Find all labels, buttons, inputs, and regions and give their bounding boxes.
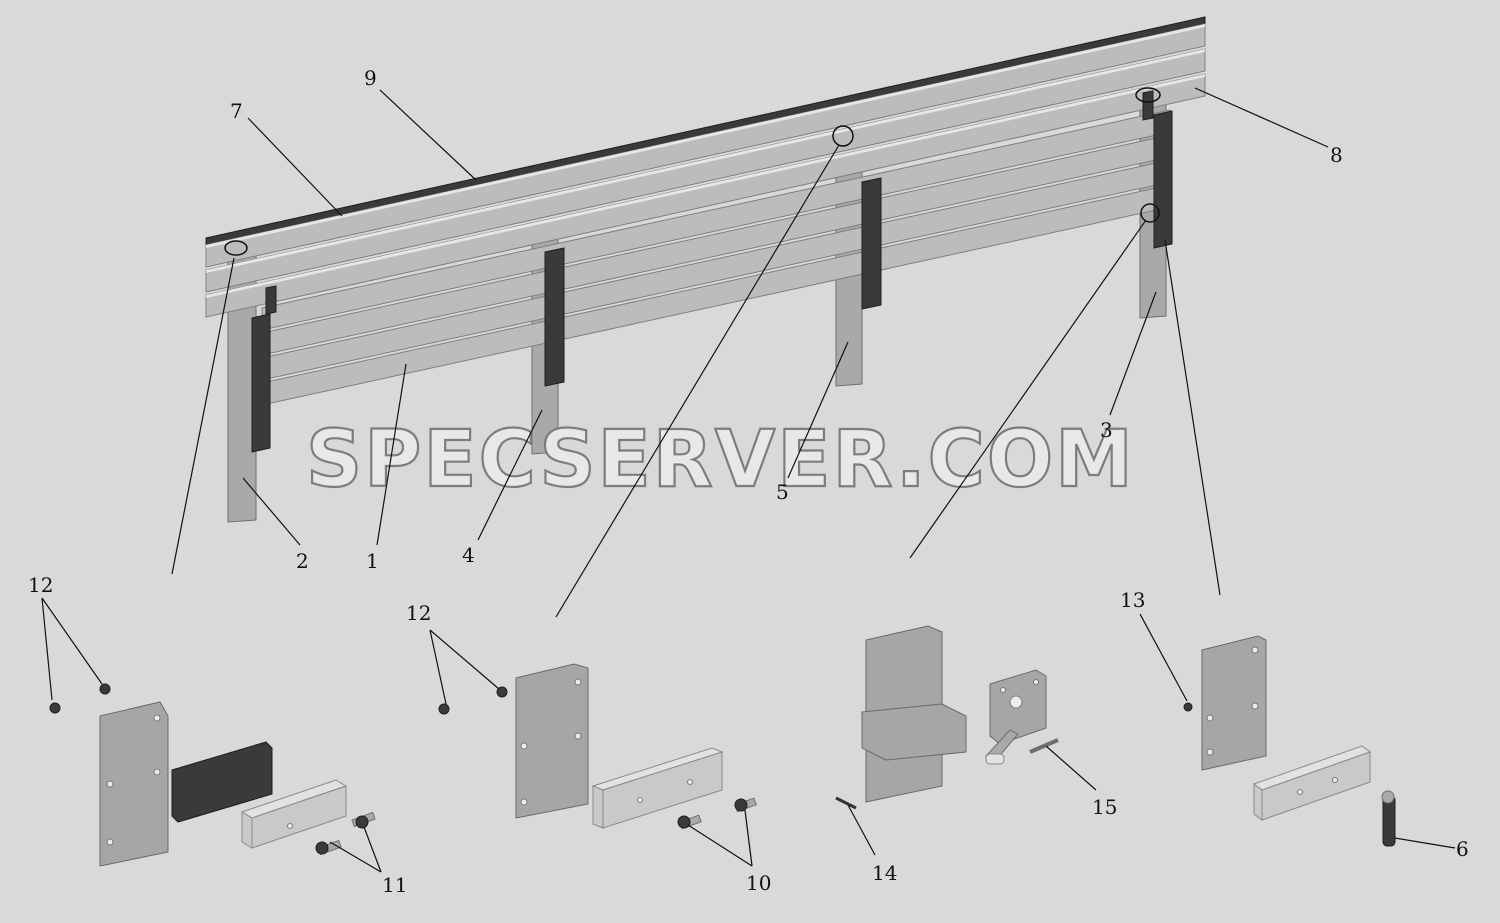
mount-plate [1201,635,1267,771]
clamp-left [251,313,271,453]
callout-5: 5 [776,480,789,504]
cotter-pin [835,796,857,810]
callout-11: 11 [382,873,407,897]
mount-plate [515,663,589,819]
callout-labels: 1 2 3 4 5 6 7 8 9 10 11 12 12 13 14 15 [28,66,1469,897]
detail-group-hinge [835,625,1059,810]
clamp-mid-right [861,177,882,310]
mount-plate [99,701,169,867]
wood-block [251,785,347,849]
latch-right [1142,90,1154,121]
callout-14: 14 [872,861,897,885]
side-board-assembly [205,16,1206,523]
callout-2: 2 [296,549,309,573]
callout-1: 1 [366,549,379,573]
callout-10: 10 [746,871,771,895]
leader-lines [41,87,1456,873]
latch-handle [1382,795,1396,847]
callout-12-mid: 12 [406,601,431,625]
detail-group-left [49,683,376,867]
u-channel [171,741,273,823]
clamp-mid-left [544,247,565,387]
wood-block [602,751,723,829]
callout-12-left: 12 [28,573,53,597]
plank-1 [205,23,1206,268]
nut [99,683,111,695]
board-planks [205,16,1206,406]
watermark: SPECSERVER.COM [306,415,1135,505]
callout-3: 3 [1100,418,1113,442]
clamp-right [1153,110,1173,249]
callout-4: 4 [462,543,475,567]
nut [1183,702,1193,712]
callout-13: 13 [1120,588,1145,612]
callout-9: 9 [364,66,377,90]
nut [496,686,508,698]
wood-block [1261,751,1371,821]
callout-6: 6 [1456,837,1469,861]
plank-2 [205,48,1206,293]
callout-7: 7 [230,99,243,123]
hinge-pin [1029,738,1059,754]
detail-group-right [1183,635,1396,847]
callout-8: 8 [1330,143,1343,167]
callout-15: 15 [1092,795,1117,819]
nut [49,702,61,714]
nut [438,703,450,715]
detail-group-mid-left [438,663,757,830]
